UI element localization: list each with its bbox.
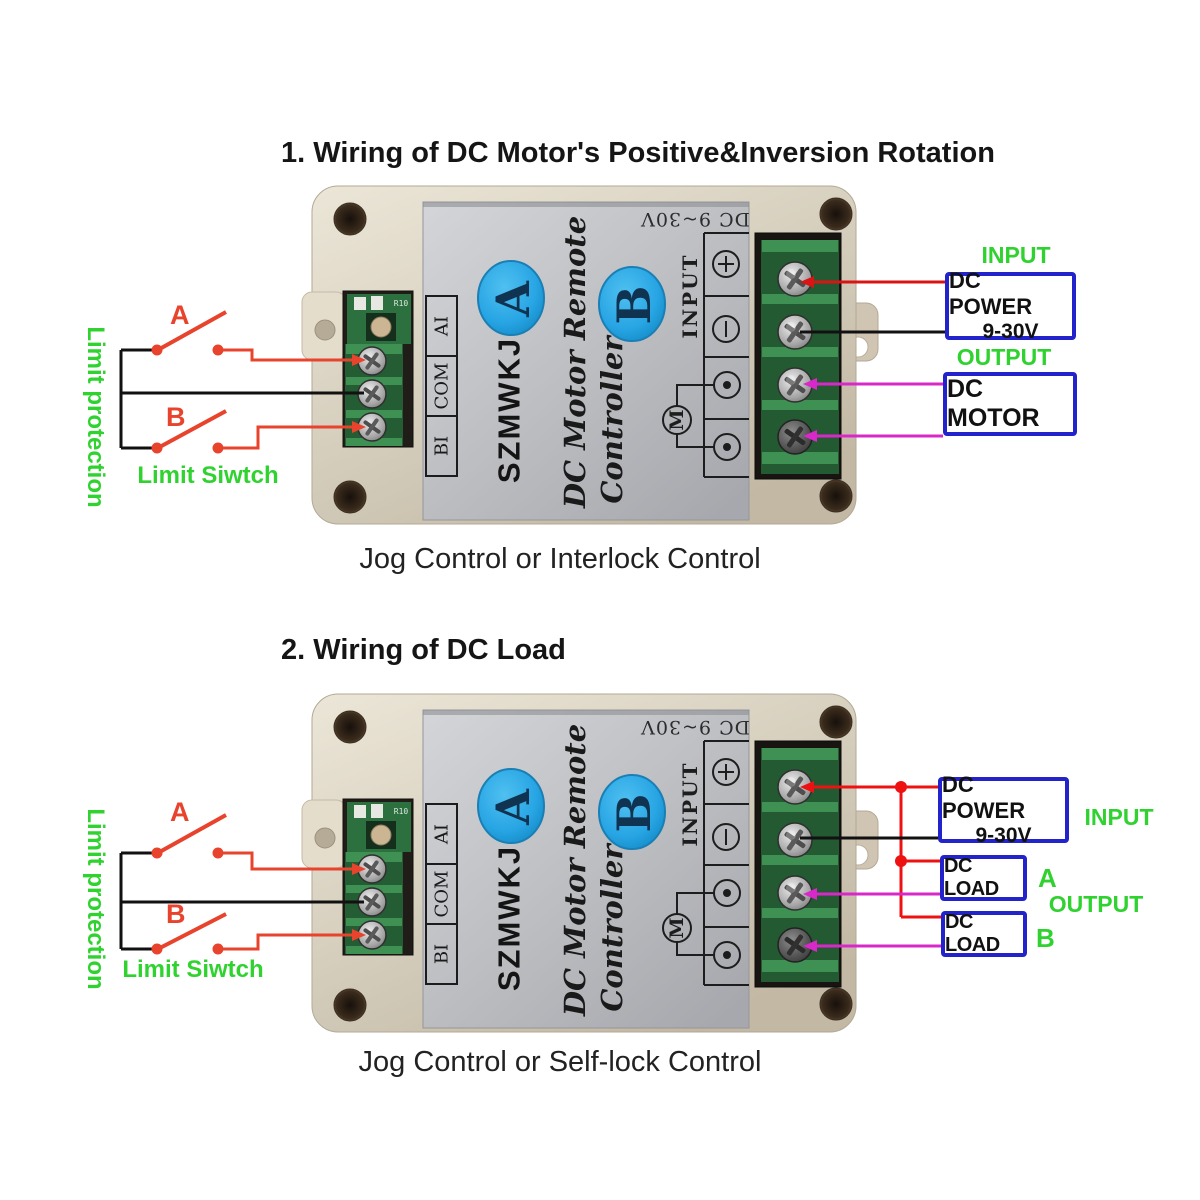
switch-b-label-2: B	[166, 899, 186, 929]
wire-junction-dot	[895, 781, 907, 793]
dc-power-voltage: 9-30V	[975, 824, 1032, 847]
dc-power-voltage: 9-30V	[982, 320, 1039, 343]
dc-power-text: DC POWER	[949, 268, 1033, 319]
dc-motor-text: DC MOTOR	[947, 375, 1040, 432]
diagram2-left-wiring	[119, 813, 366, 955]
load-b-tag: B	[1036, 923, 1055, 953]
limit-switch-label-1: Limit Siwtch	[137, 462, 279, 489]
dc-load-text: DC LOAD	[945, 911, 1000, 956]
switch-a-lever	[155, 310, 227, 353]
output-label-2: OUTPUT	[1048, 891, 1144, 917]
diagram1-right-wiring	[800, 276, 945, 442]
dc-power-text: DC POWER	[942, 772, 1026, 823]
diagram2-title: 2. Wiring of DC Load	[281, 634, 566, 666]
switch-a-label-2: A	[170, 797, 190, 827]
dc-load-b-box: DC LOAD	[941, 911, 1027, 957]
positive-branch-wires	[899, 787, 941, 919]
switch-a-label-1: A	[170, 300, 190, 330]
controller-device-2	[302, 694, 878, 1032]
limit-switch-label-2: Limit Siwtch	[122, 956, 264, 983]
switch-b-label-1: B	[166, 402, 186, 432]
controller-device-1	[302, 186, 878, 524]
limit-protection-label-2: Limit protection	[82, 808, 109, 990]
wire-junction-dot	[895, 855, 907, 867]
diagram1-left-wiring	[119, 310, 366, 454]
diagram1-caption: Jog Control or Interlock Control	[359, 543, 761, 575]
switch-b-wire	[218, 933, 352, 951]
wire-arrowhead	[803, 888, 817, 900]
dc-load-a-box: DC LOAD	[940, 855, 1027, 901]
switch-a-wire	[218, 348, 352, 362]
dc-motor-box: DC MOTOR	[943, 372, 1077, 436]
dc-power-box-1: DC POWER 9-30V	[945, 268, 1076, 343]
wire-arrowhead	[803, 940, 817, 952]
wire-arrowhead	[352, 929, 366, 941]
dc-load-text: DC LOAD	[944, 855, 999, 900]
switch-a-lever	[155, 813, 227, 856]
input-label-1: INPUT	[981, 242, 1051, 268]
input-label-2: INPUT	[1084, 804, 1154, 830]
wire-arrowhead	[352, 421, 366, 433]
switch-b-lever	[155, 912, 227, 952]
switch-contact-dots	[151, 847, 224, 955]
wire-arrowhead	[803, 378, 817, 390]
limit-protection-label-1: Limit protection	[82, 326, 109, 508]
switch-b-lever	[155, 409, 227, 451]
wire-arrowhead	[800, 276, 814, 288]
diagram1-title: 1. Wiring of DC Motor's Positive&Inversi…	[281, 137, 995, 169]
wire-arrowhead	[352, 354, 366, 366]
wire-arrowhead	[803, 430, 817, 442]
output-label-1: OUTPUT	[956, 344, 1052, 370]
switch-contact-dots	[151, 344, 224, 454]
load-a-tag: A	[1038, 863, 1057, 893]
dc-power-box-2: DC POWER 9-30V	[938, 772, 1069, 847]
wire-arrowhead	[800, 781, 814, 793]
diagram2-caption: Jog Control or Self-lock Control	[358, 1046, 762, 1078]
switch-a-wire	[218, 851, 352, 871]
diagram2-right-wiring	[800, 781, 941, 952]
wire-arrowhead	[352, 863, 366, 875]
switch-b-wire	[218, 425, 352, 450]
